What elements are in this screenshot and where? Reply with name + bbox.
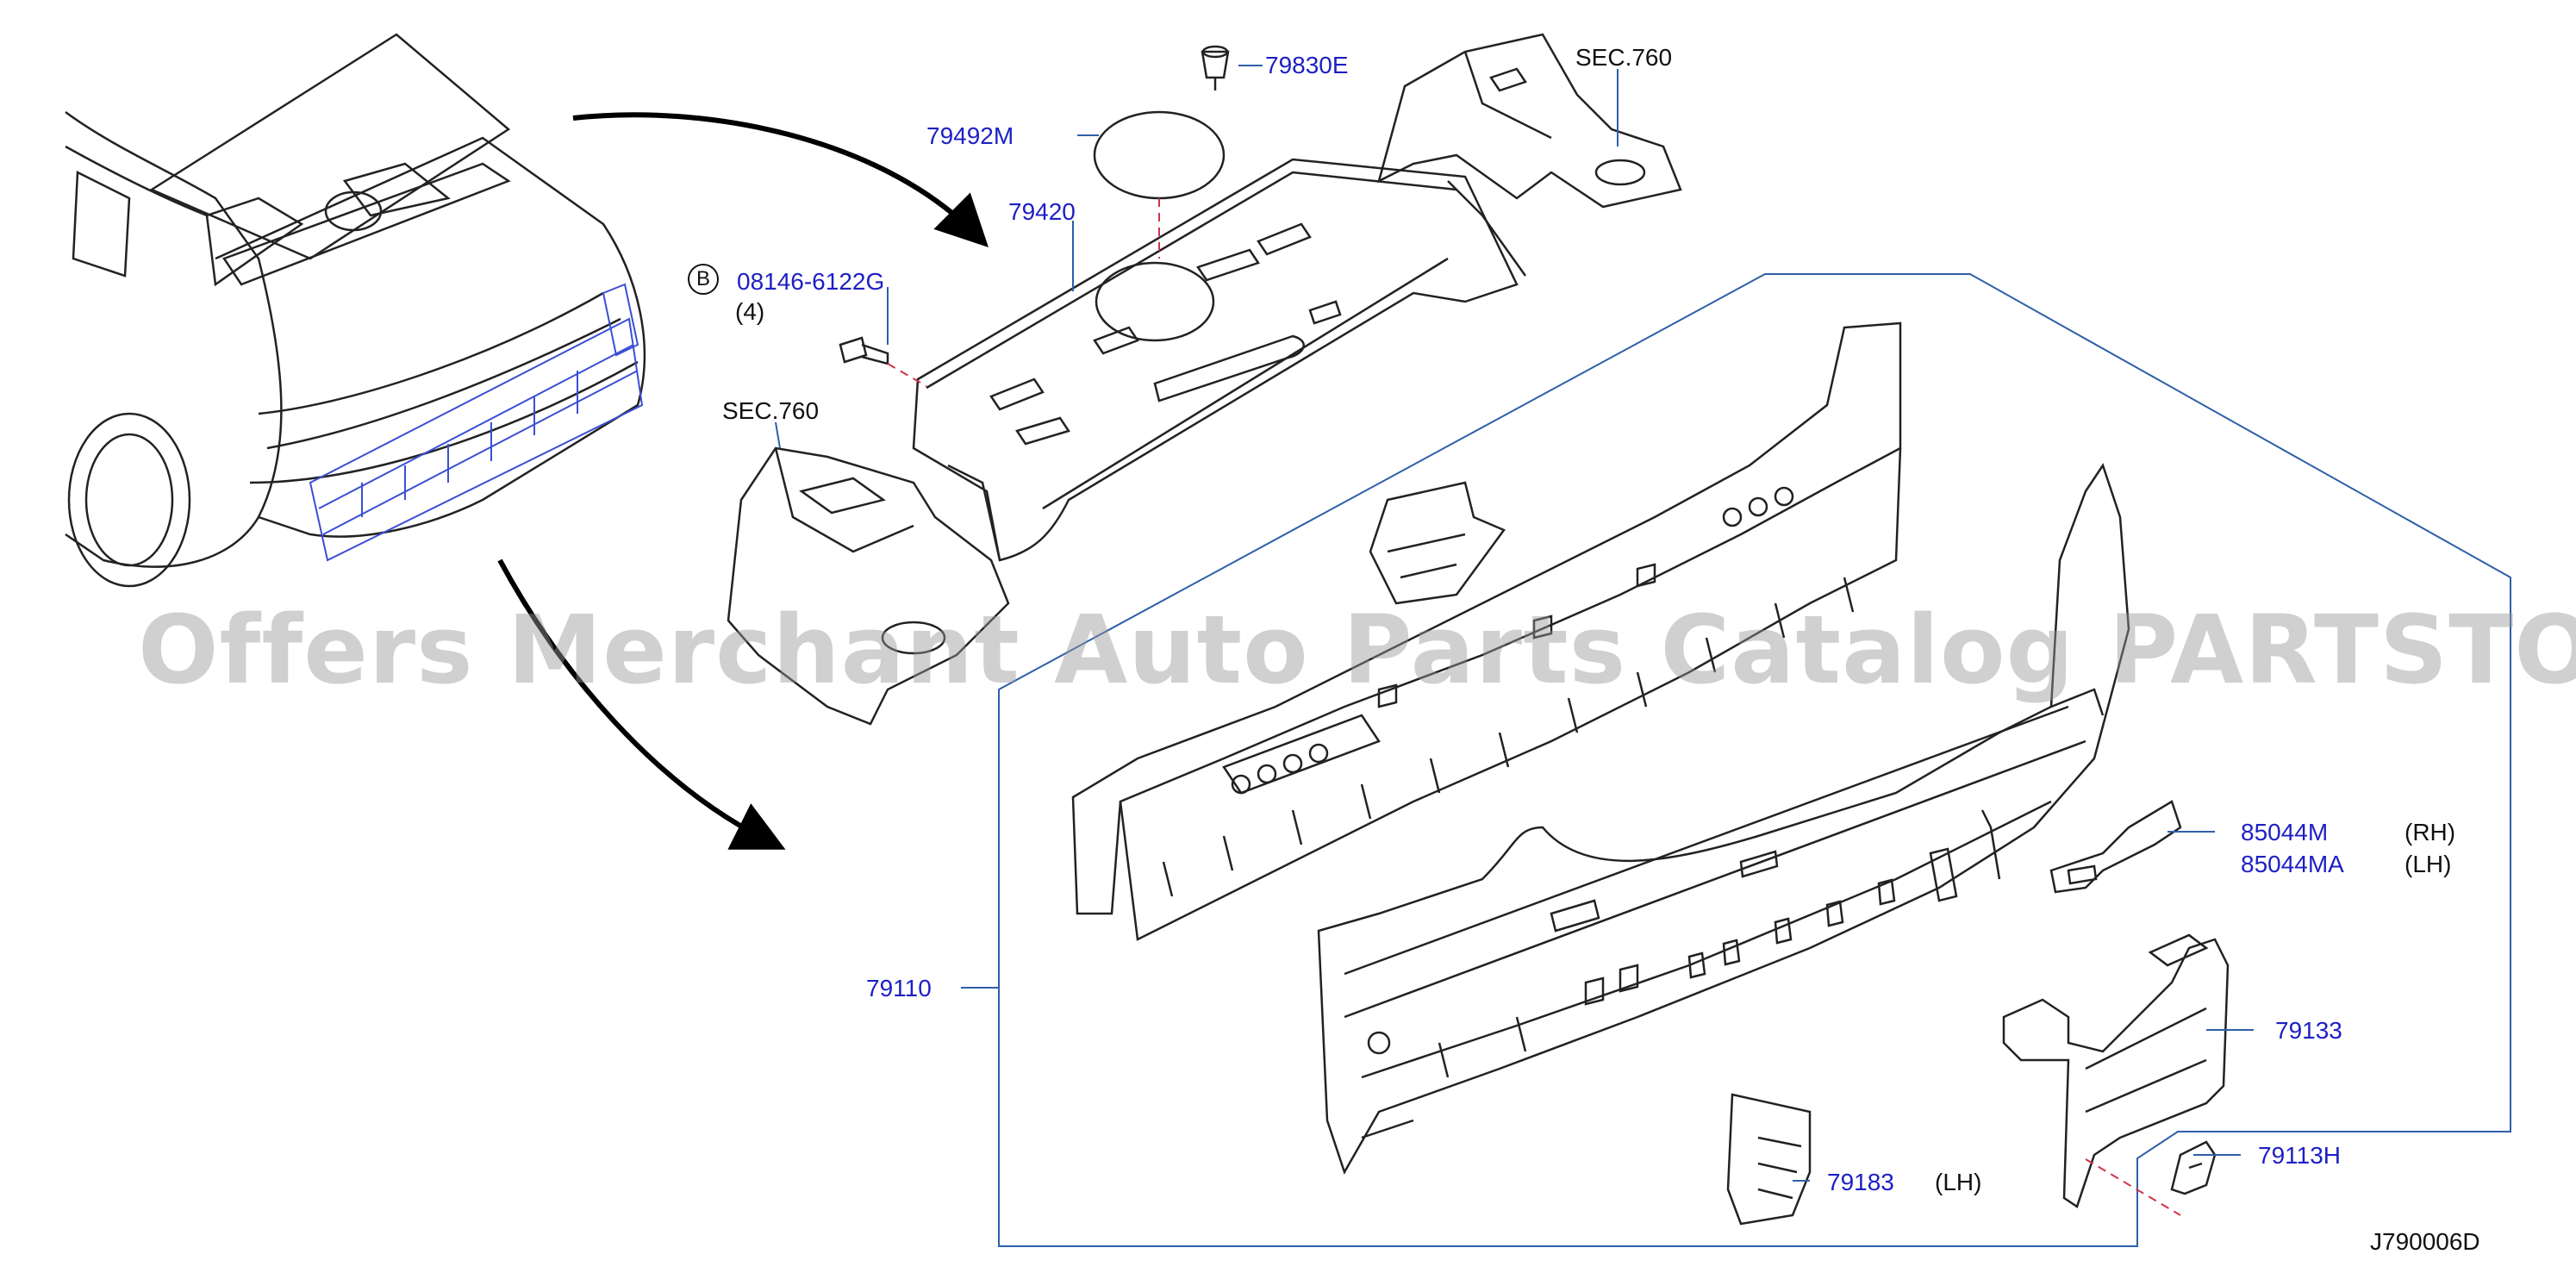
- part-label-08146-6122G[interactable]: 08146-6122G: [737, 268, 885, 295]
- part-label-79183[interactable]: 79183: [1827, 1169, 1894, 1195]
- vehicle-overview: [65, 33, 646, 588]
- side-lh: (LH): [2404, 851, 2452, 877]
- arrow-to-upper-panel: [572, 112, 989, 247]
- arrow-to-rear-panel: [497, 558, 786, 850]
- section-ref-sec760-lower: SEC.760: [722, 397, 820, 424]
- dashed-leaders: [887, 198, 2181, 1216]
- bolt-08146-6122G: [839, 336, 889, 365]
- vehicle-highlight-panel: [309, 283, 644, 562]
- part-label-79830E[interactable]: 79830E: [1265, 52, 1349, 78]
- bracket-85044M: [2049, 800, 2182, 894]
- bracket-sec760-lower: [727, 446, 1010, 726]
- leader-lines: [775, 65, 2254, 1182]
- part-label-79492M[interactable]: 79492M: [926, 122, 1014, 149]
- bolt-quantity: (4): [735, 298, 765, 325]
- clip-79830E: [1201, 45, 1230, 90]
- section-ref-sec760-upper: SEC.760: [1575, 44, 1673, 71]
- bracket-79183: [1726, 1093, 1812, 1226]
- rear-panel-lower: [1317, 463, 2130, 1176]
- watermark: Offers Merchant Auto Parts Catalog PARTS…: [138, 595, 2576, 705]
- rear-panel-upper: [1071, 321, 1902, 941]
- grommet-79492M: [1093, 110, 1226, 200]
- bracket-sec760-upper: [1377, 33, 1682, 209]
- part-label-79420[interactable]: 79420: [1008, 198, 1076, 225]
- bracket-79133: [2002, 933, 2230, 1208]
- clip-79113H: [2170, 1140, 2217, 1195]
- side-lh-79183: (LH): [1935, 1169, 1982, 1195]
- parcel-shelf-79420: [912, 158, 1527, 562]
- part-label-79110[interactable]: 79110: [866, 975, 932, 1001]
- side-rh: (RH): [2404, 819, 2456, 845]
- diagram-code: J790006D: [2370, 1228, 2480, 1255]
- part-label-85044M[interactable]: 85044M: [2241, 819, 2329, 845]
- callout-outline-79110: [998, 273, 2511, 1247]
- bracket-small-upper: [1369, 481, 1506, 605]
- bolt-callout-circle: B: [688, 264, 719, 295]
- part-label-79133[interactable]: 79133: [2275, 1017, 2342, 1044]
- part-label-85044MA[interactable]: 85044MA: [2241, 851, 2344, 877]
- part-label-79113H[interactable]: 79113H: [2258, 1142, 2342, 1169]
